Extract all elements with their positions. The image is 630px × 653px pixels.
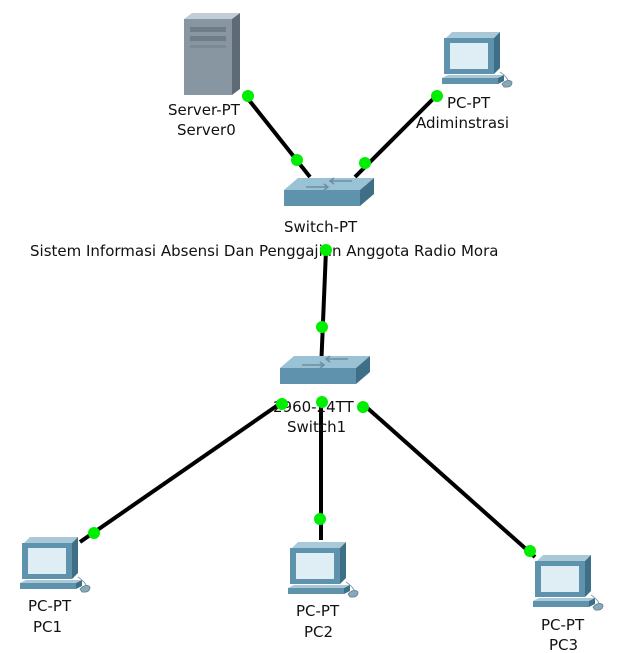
device-switch1[interactable]: 2960-24TT Switch1 [273, 355, 371, 436]
switch0-name-label: Sistem Informasi Absensi Dan Penggajian … [30, 242, 498, 260]
server0-name-label: Server0 [177, 121, 236, 139]
link-light [88, 527, 100, 539]
device-pc3[interactable]: PC-PT PC3 [532, 554, 604, 653]
pc-icon [19, 536, 91, 593]
link-light [359, 157, 371, 169]
pc-icon [532, 554, 604, 611]
link-light [314, 513, 326, 525]
pc-icon [441, 31, 513, 88]
switch-icon [279, 355, 371, 385]
device-pc2[interactable]: PC-PT PC2 [287, 541, 359, 641]
link-light [242, 90, 254, 102]
connections [78, 93, 537, 559]
pc1-name-label: PC1 [33, 618, 62, 636]
server0-type-label: Server-PT [168, 101, 241, 119]
adminpc-type-label: PC-PT [447, 94, 491, 112]
link-light [431, 90, 443, 102]
link-light [291, 154, 303, 166]
pc3-type-label: PC-PT [541, 616, 585, 634]
switch-icon [283, 177, 375, 207]
server-icon [184, 13, 240, 95]
pc2-type-label: PC-PT [296, 602, 340, 620]
pc3-name-label: PC3 [549, 636, 578, 653]
link-lights [88, 90, 536, 557]
device-server0[interactable]: Server-PT Server0 [168, 13, 241, 139]
link-switch1-pc1[interactable] [78, 403, 280, 544]
switch1-name-label: Switch1 [287, 418, 346, 436]
link-switch0-switch1[interactable] [319, 249, 328, 371]
switch0-type-label: Switch-PT [284, 218, 358, 236]
pc2-name-label: PC2 [304, 623, 333, 641]
switch1-type-label: 2960-24TT [273, 398, 355, 416]
link-light [357, 401, 369, 413]
pc-icon [287, 541, 359, 598]
link-light [320, 244, 332, 256]
link-switch1-pc3[interactable] [362, 403, 537, 559]
pc1-type-label: PC-PT [28, 597, 72, 615]
device-pc1[interactable]: PC-PT PC1 [19, 536, 91, 636]
adminpc-name-label: Adiminstrasi [416, 114, 509, 132]
link-light [276, 398, 288, 410]
link-light [524, 545, 536, 557]
device-switch0[interactable]: Switch-PT Sistem Informasi Absensi Dan P… [30, 177, 498, 260]
link-light [316, 321, 328, 333]
link-light [316, 396, 328, 408]
device-adminpc[interactable]: PC-PT Adiminstrasi [416, 31, 513, 132]
